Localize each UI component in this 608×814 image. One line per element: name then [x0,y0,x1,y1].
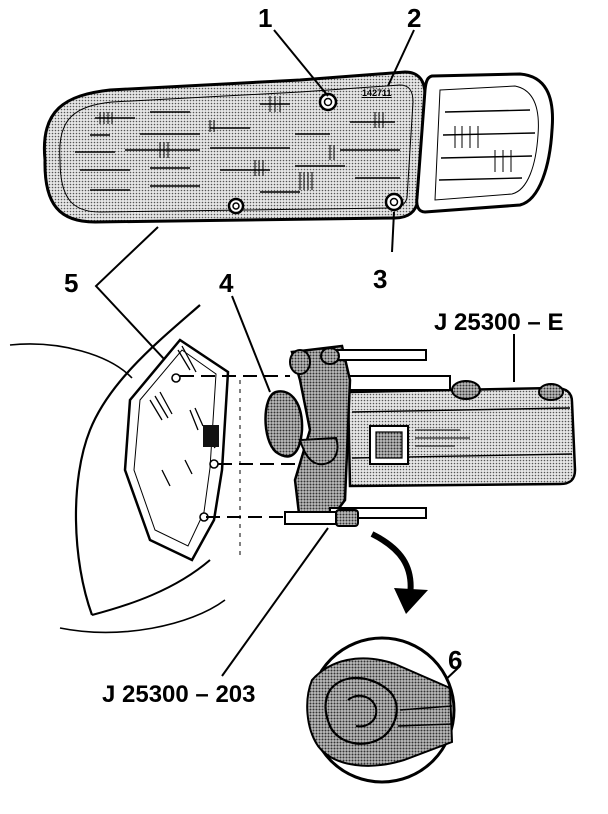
aimer-tool [264,344,577,527]
installed-headlamp [123,338,230,562]
aiming-pad-3 [384,192,404,212]
detail-view [306,636,456,784]
tool-label-adapter: J 25300 – 203 [102,681,256,708]
callout-4: 4 [219,268,234,298]
alignment-lines [180,375,310,518]
callout-2: 2 [407,3,422,33]
detail-arrow [370,531,428,614]
vehicle-front-body [9,304,241,634]
callout-1: 1 [258,3,273,33]
headlamp-assembly [42,70,555,224]
tool-label-aimer: J 25300 – E [434,309,564,336]
lens-marking: 142711 [362,88,392,98]
aiming-pad-1 [318,92,338,112]
suction-cup [264,390,304,458]
callout-5: 5 [64,268,79,298]
callout-3: 3 [373,264,388,294]
aiming-pad-lower [227,197,245,215]
callout-6: 6 [448,645,463,675]
